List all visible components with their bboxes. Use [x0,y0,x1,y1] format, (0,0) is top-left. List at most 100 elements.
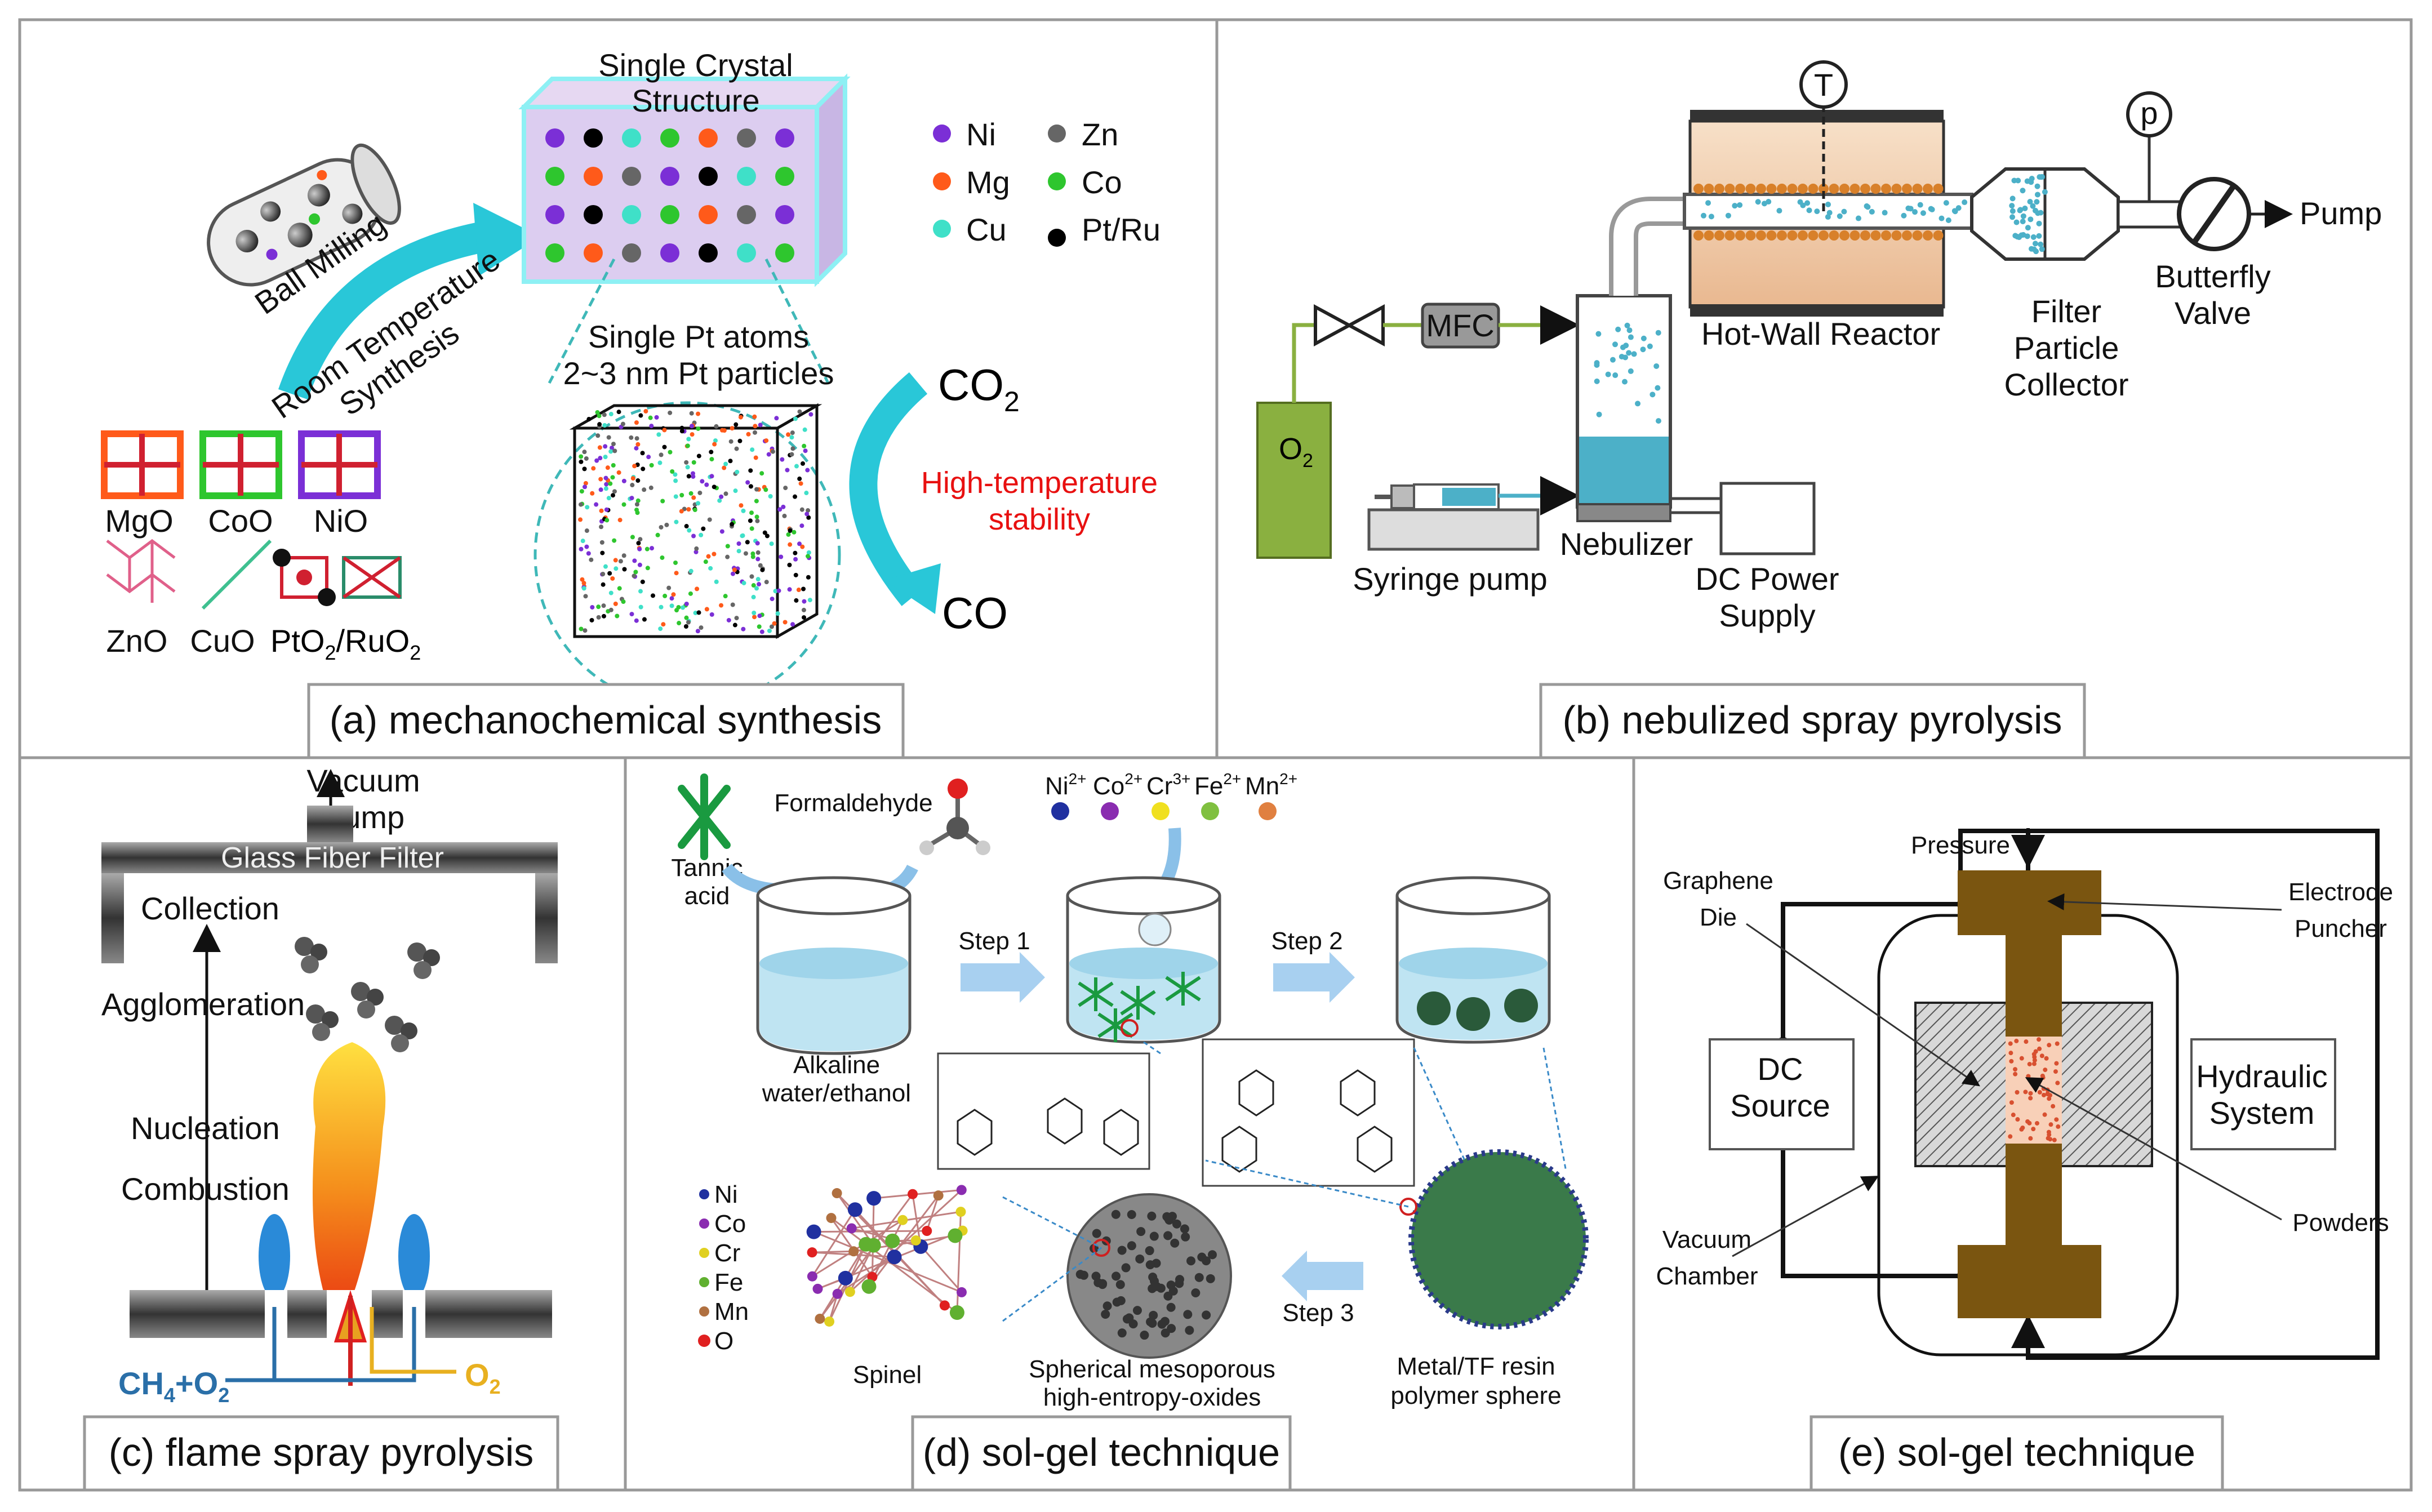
electrode-label-2: Puncher [2295,915,2387,942]
vacuum-connector [307,806,353,842]
ball-mill-icon [207,143,401,287]
legend-label-cu: Cu [966,212,1007,247]
cube-atom [655,532,660,537]
coil-turn [1693,184,1704,194]
pore [1145,1260,1155,1270]
ion-dot-cr [1151,802,1170,820]
crystal-atom [545,128,564,148]
powder-particle [2051,1104,2056,1109]
cube-atom [637,562,642,567]
cube-atom [696,610,701,615]
cube-atom [793,557,798,562]
cube-atoms [578,409,813,634]
filter-particle [2028,216,2034,223]
cube-atom [578,517,583,522]
cube-atom [802,615,807,620]
powder-particle [2034,1120,2039,1126]
cube-atom [736,541,741,546]
cube-atom [730,426,735,431]
beaker-3 [1395,876,1551,1044]
cube-atom [709,612,714,617]
cube-atom [699,625,704,630]
cube-atom [613,558,618,563]
particle [295,937,314,956]
vacuum-label-1: Vacuum [1662,1226,1751,1253]
coil-turn [1766,184,1777,194]
cube-atom [754,499,759,504]
cube-atom [601,603,606,608]
powder-particle [2048,1093,2053,1098]
cube-atom [671,592,676,597]
filter-particles [2009,174,2048,255]
cube-atom [770,449,775,454]
droplet [1776,208,1782,214]
droplet [1655,330,1661,336]
cube-atom [685,465,690,470]
cube-atom [581,586,586,591]
cube-atom [660,499,665,504]
ion-label-co: Co2+ [1093,770,1142,800]
cube-atom [686,437,691,442]
ion-dot-mn [1259,802,1277,820]
cube-atom [790,446,795,451]
cube-atom [676,604,681,610]
pore [1102,1301,1112,1311]
cube-atom [704,482,709,487]
coil-turn [1923,184,1933,194]
particle [306,1004,325,1024]
cube-atom [726,617,731,622]
coil-turn [1735,184,1745,194]
thermometer-gauge [1799,60,1848,109]
cube-atom [654,415,659,420]
spinel-bond [836,1193,874,1246]
ion-label-fe: Fe2+ [1194,770,1241,800]
cube-atom [725,544,730,549]
cube-atom [753,424,758,429]
cube-atom [704,607,709,612]
cube-atom [714,579,719,584]
coil-turn [1849,230,1860,241]
filter-particle [2032,241,2038,247]
butterfly-label-1: Butterfly [2155,259,2270,294]
crystal-atom [660,167,679,186]
droplet [1615,326,1621,332]
cube-atom [611,442,616,447]
filter-leg-left [101,873,124,963]
droplet [1806,207,1812,214]
coil-turn [1870,230,1881,241]
powder-particle [2056,1124,2061,1129]
cube-atom [650,546,655,551]
cube-atom [801,461,806,466]
spinel-atom [847,1202,862,1217]
cube-atom [693,611,698,616]
pore [1186,1256,1196,1266]
spinel-atom [949,1305,964,1320]
spinel-atom [885,1233,900,1248]
pore [1111,1209,1121,1219]
spinel-label: Spinel [853,1361,922,1389]
cube-atom [790,622,795,627]
filter-particle [2009,203,2015,209]
cube-atom [634,436,639,441]
cube-atom [600,550,605,555]
cube-atom [630,535,635,540]
cube-atom [696,501,701,506]
caption-b-box [1539,683,2086,759]
spinel-atom [806,1224,821,1239]
crystal-atom [660,205,679,224]
panel-c: Vacuum Pump Glass Fiber Filter Collectio… [83,763,559,1492]
vacuum-leader [1732,1176,1879,1257]
spinel-atom [832,1288,843,1299]
cube-atom [601,582,606,587]
cube-atom [583,628,588,633]
cube-atom [754,514,759,519]
cube-atom [648,415,653,420]
cube-atom [603,564,608,569]
cube-atom [764,580,769,585]
cube-atom [691,533,696,539]
cube-atom [674,571,679,576]
caption-c-box [83,1415,559,1492]
oxide-structures [101,430,402,610]
cube-atom [644,546,650,552]
pore [1097,1280,1107,1289]
